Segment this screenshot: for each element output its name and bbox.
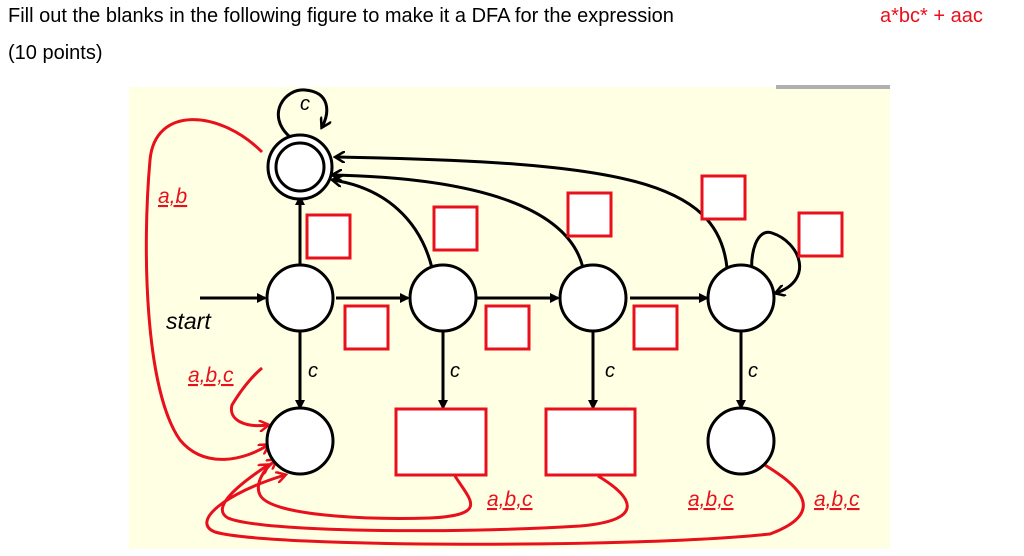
blank-state-box-2 xyxy=(544,407,637,477)
blank-box-5 xyxy=(797,211,844,258)
blank-state-box-1 xyxy=(394,407,488,477)
label-abc-bottom3: a,b,c xyxy=(814,488,860,511)
blank-box-8 xyxy=(632,304,679,351)
question-text: Fill out the blanks in the following fig… xyxy=(8,5,674,27)
label-c1: c xyxy=(308,360,318,382)
edge-s4-accept xyxy=(336,157,729,269)
regular-expression: a*bc* + aac xyxy=(880,5,983,27)
edge-box3-dead xyxy=(220,465,629,533)
edge-s2-accept xyxy=(333,180,434,269)
blank-box-3 xyxy=(566,191,613,238)
label-start: start xyxy=(166,308,212,334)
self-loop-dead xyxy=(229,366,268,426)
divider-bar xyxy=(776,85,890,89)
self-loop-accept xyxy=(276,88,326,139)
state-s3 xyxy=(558,263,628,333)
label-c4: c xyxy=(748,360,758,382)
blank-box-6 xyxy=(343,304,390,351)
state-s2 xyxy=(408,263,478,333)
edge-s3-accept xyxy=(333,175,585,269)
dead-state xyxy=(265,406,335,476)
label-c3: c xyxy=(605,360,615,382)
label-abc-bottom1: a,b,c xyxy=(487,488,533,511)
blank-box-7 xyxy=(484,304,531,351)
accept-state-outer xyxy=(266,133,334,201)
label-loop-c: c xyxy=(300,93,310,115)
label-abc-left: a,b,c xyxy=(188,364,234,387)
question-points: (10 points) xyxy=(8,42,103,64)
blank-box-4 xyxy=(700,174,747,221)
edge-accept-dead xyxy=(144,118,268,461)
edge-s5-dead xyxy=(205,460,805,546)
blank-box-2 xyxy=(432,205,479,252)
self-loop-s4 xyxy=(750,230,802,293)
label-abc-bottom2: a,b,c xyxy=(688,488,734,511)
label-c2: c xyxy=(450,360,460,382)
state-s5 xyxy=(706,406,776,476)
accept-state-inner xyxy=(274,141,326,193)
label-ab: a,b xyxy=(158,185,188,208)
state-s4 xyxy=(706,263,776,333)
state-s1 xyxy=(265,263,335,333)
blank-box-1 xyxy=(305,213,352,260)
